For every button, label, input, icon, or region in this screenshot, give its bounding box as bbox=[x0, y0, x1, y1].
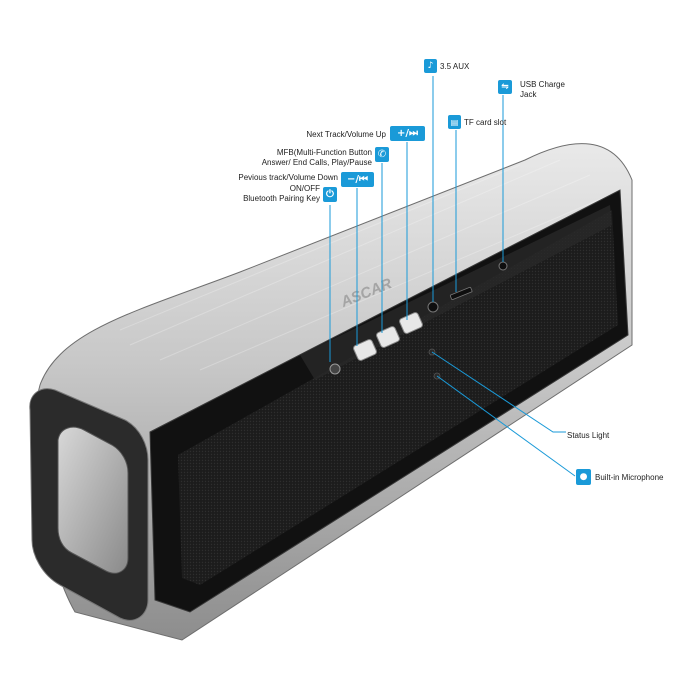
power-label-line1: ON/OFF bbox=[289, 184, 320, 193]
power-button[interactable] bbox=[329, 363, 341, 375]
status-leader bbox=[431, 351, 566, 433]
headphone-jack-icon: ♪ bbox=[424, 59, 437, 73]
mfb-label: MFB(Multi-Function Button Answer/ End Ca… bbox=[240, 148, 372, 168]
power-label-line2: Bluetooth Pairing Key bbox=[243, 194, 320, 203]
end-cap-panel bbox=[57, 426, 129, 574]
brushed-metal-texture bbox=[119, 159, 611, 371]
microphone-icon: ● bbox=[576, 469, 591, 485]
usb-label: USB Charge Jack bbox=[520, 80, 565, 100]
aux-port[interactable] bbox=[427, 301, 439, 313]
power-icon: ⏻ bbox=[323, 187, 337, 202]
usb-icon: ⇋ bbox=[498, 80, 512, 94]
power-label: ON/OFF Bluetooth Pairing Key bbox=[220, 184, 320, 204]
phone-icon: ✆ bbox=[375, 147, 389, 162]
prev-button[interactable] bbox=[353, 339, 378, 362]
mfb-label-line1: MFB(Multi-Function Button bbox=[276, 148, 372, 157]
grille-mesh bbox=[178, 210, 618, 585]
mic-leader bbox=[436, 375, 576, 477]
minus-prev-icon: −/⏮ bbox=[341, 172, 374, 187]
plus-next-icon: +/⏭ bbox=[390, 126, 425, 141]
callout-lines bbox=[329, 76, 576, 477]
usb-label-line1: USB Charge bbox=[520, 80, 565, 89]
tf-label: TF card slot bbox=[464, 118, 507, 127]
status-light-label: Status Light bbox=[567, 431, 610, 440]
microphone-label: Built-in Microphone bbox=[595, 473, 664, 482]
sd-card-icon: ▤ bbox=[448, 115, 461, 129]
tf-card-slot[interactable] bbox=[449, 286, 473, 301]
next-button[interactable] bbox=[399, 312, 424, 335]
prev-label: Pevious track/Volume Down bbox=[238, 173, 338, 182]
usb-label-line2: Jack bbox=[520, 90, 537, 99]
next-label: Next Track/Volume Up bbox=[306, 130, 386, 139]
usb-port[interactable] bbox=[498, 261, 508, 271]
mfb-label-line2: Answer/ End Calls, Play/Pause bbox=[261, 158, 372, 167]
aux-label: 3.5 AUX bbox=[440, 62, 470, 71]
